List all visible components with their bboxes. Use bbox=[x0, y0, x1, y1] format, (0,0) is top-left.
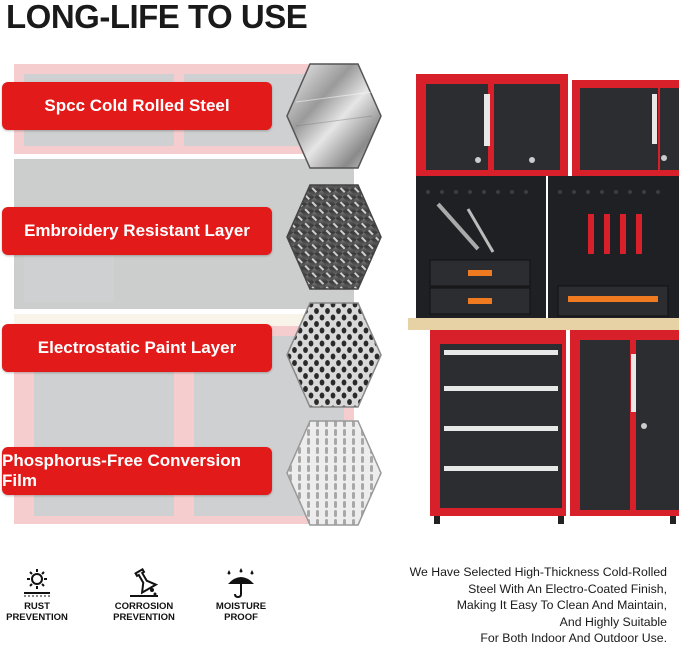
feature-label-line: PREVENTION bbox=[6, 612, 68, 623]
diamond-plate-hex bbox=[286, 184, 382, 290]
layer-label-spcc: Spcc Cold Rolled Steel bbox=[2, 82, 272, 130]
description-line: Steel With An Electro-Coated Finish, bbox=[468, 581, 667, 596]
corrosion-prevention-icon bbox=[130, 568, 159, 597]
brushed-steel-hex bbox=[286, 63, 382, 169]
feature-label-line: RUST bbox=[24, 601, 50, 612]
garage-cabinet-image bbox=[408, 74, 679, 524]
description-line: And Highly Suitable bbox=[559, 614, 667, 629]
feature-corrosion-prevention: CORROSION PREVENTION bbox=[101, 568, 187, 623]
description-line: We Have Selected High-Thickness Cold-Rol… bbox=[409, 565, 667, 579]
textured-film-hex bbox=[286, 420, 382, 526]
feature-moisture-proof: MOISTURE PROOF bbox=[198, 568, 284, 623]
perforated-steel-hex bbox=[286, 302, 382, 408]
headline: LONG-LIFE TO USE bbox=[6, 0, 308, 35]
description-line: Making It Easy To Clean And Maintain, bbox=[456, 598, 667, 612]
rust-prevention-icon bbox=[24, 569, 50, 597]
umbrella-icon bbox=[227, 568, 254, 598]
layer-label-embroidery: Embroidery Resistant Layer bbox=[2, 207, 272, 255]
description-line: For Both Indoor And Outdoor Use. bbox=[480, 631, 667, 645]
description-text: We Have Selected High-Thickness Cold-Rol… bbox=[347, 564, 667, 647]
layer-label-phosphorus: Phosphorus-Free Conversion Film bbox=[2, 447, 272, 495]
feature-rust-prevention: RUST PREVENTION bbox=[0, 568, 80, 623]
layer-label-electrostatic: Electrostatic Paint Layer bbox=[2, 324, 272, 372]
feature-label-line: MOISTURE bbox=[215, 601, 267, 612]
feature-label-line: PREVENTION bbox=[113, 612, 175, 623]
feature-label-line: PROOF bbox=[224, 612, 258, 623]
feature-label-line: CORROSION bbox=[114, 601, 174, 612]
